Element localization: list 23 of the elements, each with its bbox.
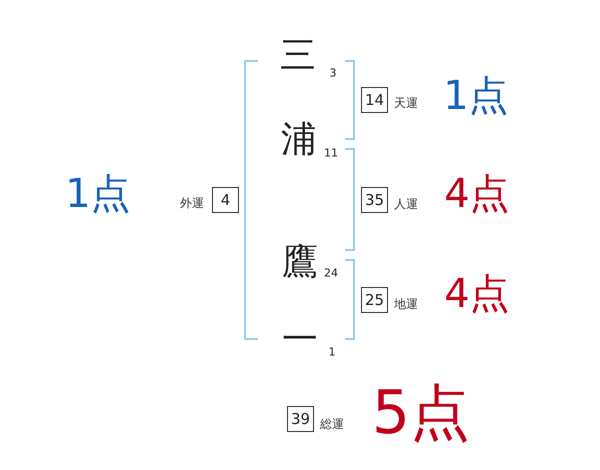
name-character: 鷹 xyxy=(282,245,318,281)
stroke-count: 11 xyxy=(324,148,338,158)
stroke-count: 3 xyxy=(330,68,336,78)
fortune-label: 地運 xyxy=(394,298,418,310)
name-character: 一 xyxy=(282,322,318,358)
name-character: 浦 xyxy=(281,122,317,158)
fortune-label: 総運 xyxy=(320,418,344,430)
score-text: 4点 xyxy=(444,274,510,314)
score-text: 1点 xyxy=(65,174,131,214)
number-box: 35 xyxy=(361,187,388,213)
fortune-label: 外運 xyxy=(180,197,204,209)
number-box: 39 xyxy=(287,406,314,432)
stroke-count: 24 xyxy=(324,268,338,278)
number-box: 14 xyxy=(361,87,388,113)
score-text: 4点 xyxy=(444,174,510,214)
fortune-label: 天運 xyxy=(394,97,418,109)
score-text: 1点 xyxy=(443,76,509,116)
number-box: 4 xyxy=(212,187,239,213)
fortune-label: 人運 xyxy=(394,198,418,210)
number-box: 25 xyxy=(361,287,388,313)
stroke-count: 1 xyxy=(328,346,336,358)
score-text: 5点 xyxy=(372,383,470,443)
name-character: 三 xyxy=(280,38,316,74)
